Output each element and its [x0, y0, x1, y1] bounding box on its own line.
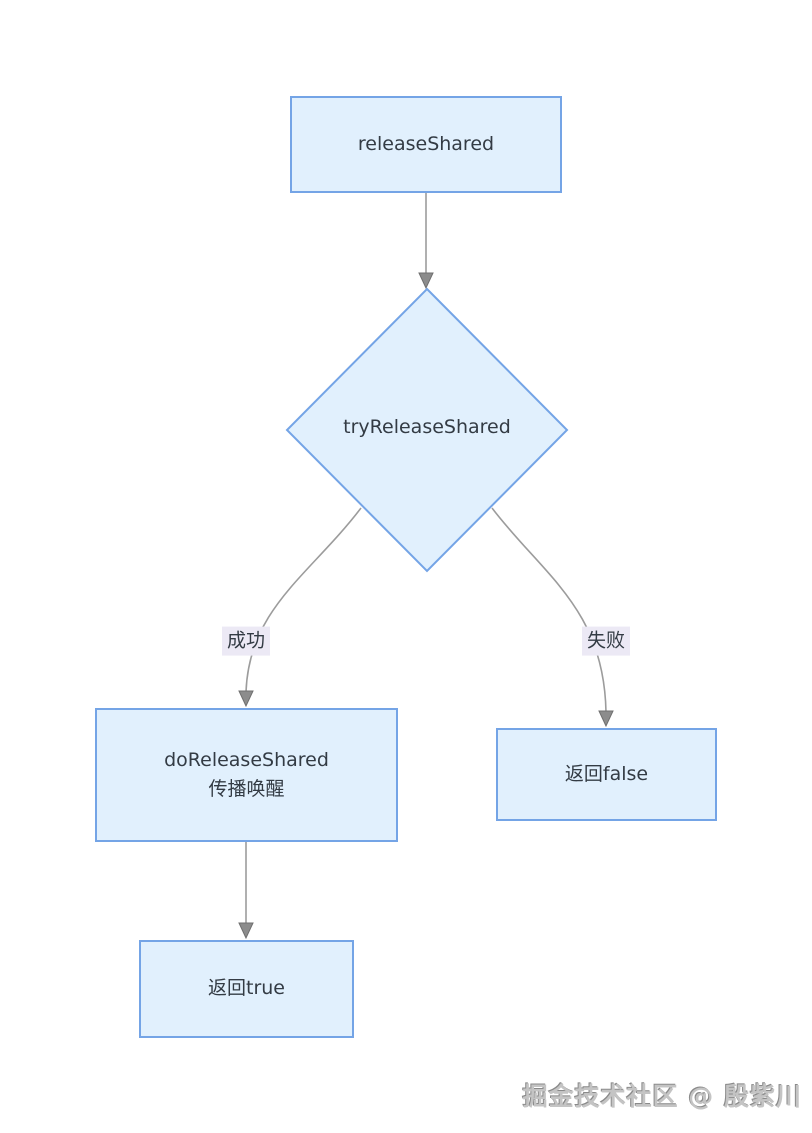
node-do-release-shared-label-line1: doReleaseShared	[164, 748, 329, 771]
watermark-text: 掘金技术社区 @ 殷紫川	[522, 1082, 802, 1111]
edge-try-to-do	[245, 507, 362, 693]
edge-label-failure: 失败	[581, 626, 631, 656]
node-release-shared-label: releaseShared	[357, 132, 495, 155]
node-release-shared: releaseShared	[290, 96, 562, 193]
decision-diamond-shape	[285, 287, 569, 573]
node-do-release-shared-label-line2: 传播唤醒	[208, 778, 285, 800]
node-return-false: 返回false	[496, 728, 717, 821]
arrowhead-down-icon	[238, 690, 254, 708]
node-return-false-label: 返回false	[564, 762, 649, 785]
node-return-true-label: 返回true	[208, 977, 285, 1000]
edge-label-success: 成功	[221, 626, 271, 656]
node-do-release-shared: doReleaseShared 传播唤醒	[95, 708, 398, 842]
node-try-release-shared-label: tryReleaseShared	[343, 416, 511, 438]
arrowhead-down-icon	[238, 922, 254, 940]
node-try-release-shared: tryReleaseShared	[287, 416, 567, 438]
node-return-true: 返回true	[139, 940, 354, 1038]
edge-try-to-false	[491, 507, 607, 713]
arrowhead-down-icon	[418, 272, 434, 290]
arrowhead-down-icon	[598, 710, 614, 728]
